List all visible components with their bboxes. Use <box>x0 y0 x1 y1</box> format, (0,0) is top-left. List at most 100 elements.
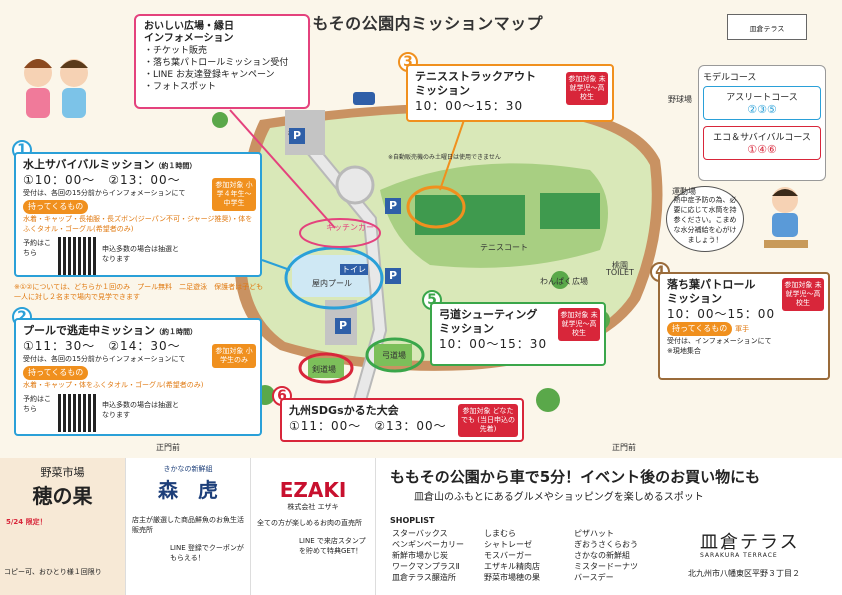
mission-5-box: 弓道シューティング ミッション 10：00～15：30 参加対象 未就学児〜高校… <box>430 302 606 366</box>
kendo-building <box>308 358 344 378</box>
mission-2-target-badge: 参加対象 小学生のみ <box>212 344 256 368</box>
mission-5-time: 10：00～15：30 <box>439 337 548 351</box>
mission-2-bring-label: 持ってくるもの <box>23 366 89 380</box>
mission-2-title: プールで逃走中ミッション（約１時間） <box>23 324 253 338</box>
kids-illustration <box>24 59 88 118</box>
eco-course: エコ＆サバイバルコース ①④⑥ <box>703 126 821 160</box>
tennis-courts-2 <box>540 193 600 229</box>
label-tennis-court: テニスコート <box>480 243 528 252</box>
mission-4-note-2: ※現地集合 <box>667 347 701 355</box>
label-main-gate-1: 正門前 <box>156 443 180 452</box>
mission-6-title: 九州SDGsかるた大会 <box>289 404 399 417</box>
mission-3-box: テニスストラックアウト ミッション 10：00～15：30 参加対象 未就学児〜… <box>406 64 614 122</box>
ad-honoka: 野菜市場 穂の果 5/24 限定！ コピー可、おひとり様１回限り <box>0 458 126 595</box>
mission-6-box: 九州SDGsかるた大会 ①11：00～ ②13：00～ 参加対象 どなたでも (… <box>280 398 524 442</box>
mission-2-reserve: 予約はこちら <box>23 395 51 413</box>
ad-ezaki-name: EZAKI <box>279 478 347 502</box>
mission-2-note: 受付は、各回の15分前からインフォメーションにて <box>23 355 186 363</box>
mission-5-title-2: ミッション <box>439 322 494 335</box>
label-wanpaku-plaza: わんぱく広場 <box>540 277 588 286</box>
shop-item: 野菜市場穂の果 <box>484 573 540 582</box>
inner-road-core <box>296 131 386 402</box>
mission-1-box: 水上サバイバルミッション（約１時間） ①10：00～ ②13：00～ 受付は、各… <box>14 152 262 277</box>
shop-column-3: ピザハット ぎおうさくらおう さかなの新鮮組 ミスタードーナツ バースデー <box>574 528 638 583</box>
shop-item: ピザハット <box>574 529 614 538</box>
ad-honoka-name: 穂の果 <box>32 484 93 508</box>
mission-1-bring-label: 持ってくるもの <box>23 200 89 214</box>
ad-moritora-note-0: 店主が厳選した商品鮮魚のお魚生活販売所 <box>132 516 244 534</box>
shop-item: ワークマンプラスⅡ <box>392 562 460 571</box>
mission-1-reserve: 予約はこちら <box>23 239 51 257</box>
label-sports-ground: 運動場 <box>672 187 696 196</box>
page-title: ももその公園内ミッションマップ <box>296 14 544 33</box>
eco-course-numbers: ①④⑥ <box>747 143 777 156</box>
mission-2-box: プールで逃走中ミッション（約１時間） ①11：30～ ②14：30～ 受付は、各… <box>14 318 262 436</box>
pool-building <box>292 255 372 297</box>
ad-ezaki-note-0: 全ての方が楽しめるお肉の直売所 <box>257 519 362 527</box>
mission-4-bring-label: 持ってくるもの <box>667 322 733 336</box>
mission-1-qr-code[interactable] <box>58 237 96 275</box>
brand-logo: 皿倉テラス <box>727 14 807 40</box>
shop-column-2: しまむら シャトレーゼ モスバーガー エザキル精肉店 野菜市場穂の果 <box>484 528 540 583</box>
athlete-course-name: アスリートコース <box>726 93 798 103</box>
shop-item: さかなの新鮮組 <box>574 551 630 560</box>
shop-column-1: スターバックス ベンギンベーカリー 新鮮市場かじ炭 ワークマンプラスⅡ 皿倉テラ… <box>392 528 464 583</box>
shop-item: 皿倉テラス醸造所 <box>392 573 456 582</box>
mission-2-times: ①11：30～ ②14：30～ <box>23 339 181 353</box>
heatstroke-speech-bubble: 熱中症予防の為、必要に応じて水筒を持参ください。こまめな水分補給を心がけましょう… <box>666 186 744 252</box>
mission-1-note: 受付は、各回の15分前からインフォメーションにて <box>23 189 186 197</box>
model-course-box: モデルコース アスリートコース ②③⑤ エコ＆サバイバルコース ①④⑥ <box>698 65 826 181</box>
mission-5-target-badge: 参加対象 未就学児〜高校生 <box>558 308 600 341</box>
label-momozono-2: 桃園 <box>612 261 628 270</box>
car-icon <box>353 92 375 105</box>
information-box: おいしい広場・縁日 インフォメーション ・チケット販売 ・落ち葉パトロールミッシ… <box>134 14 310 109</box>
label-indoor-pool: 屋内プール <box>312 279 352 288</box>
mission-4-box: 落ち葉パトロール ミッション 10：00～15：00 参加対象 未就学児〜高校生… <box>658 272 830 380</box>
shop-item: 新鮮市場かじ炭 <box>392 551 448 560</box>
tennis-connector <box>439 119 465 191</box>
info-title-2: インフォメーション <box>144 33 234 44</box>
mission-6-times: ①11：00～ ②13：00～ <box>289 419 447 433</box>
mission-5-title-1: 弓道シューティング <box>439 308 538 321</box>
shopping-subline: 皿倉山のふもとにあるグルメやショッピングを楽しめるスポット <box>414 492 704 503</box>
mission-4-time: 10：00～15：00 <box>667 307 776 321</box>
terrace-address: 北九州市八幡東区平野３丁目２ <box>688 569 800 578</box>
pool-highlight <box>284 246 384 310</box>
info-item: ・LINE お友達登録キャンペーン <box>144 70 275 80</box>
info-item: ・チケット販売 <box>144 46 208 56</box>
course-label: モデルコース <box>703 73 757 83</box>
drinking-boy-illustration <box>764 187 808 248</box>
mission-1-title-text: 水上サバイバルミッション <box>23 158 155 171</box>
roundabout <box>335 165 375 205</box>
parking-sign: P <box>385 198 401 214</box>
parking-sign: P <box>385 268 401 284</box>
ad-moritora-note: LINE 登録でクーポンがもらえる！ <box>170 544 244 562</box>
label-vending-note: ※自動販売機のみ土曜日は使用できません <box>388 154 501 161</box>
ad-moritora: きかなの新鮮組 森 虎 店主が厳選した商品鮮魚のお魚生活販売所 LINE 登録で… <box>126 458 251 595</box>
shop-item: バースデー <box>574 573 614 582</box>
mission-3-title-2: ミッション <box>415 84 470 97</box>
shop-item: ベンギンベーカリー <box>392 540 464 549</box>
kyudo-building <box>374 344 412 366</box>
mission-2-qr-code[interactable] <box>58 394 96 432</box>
ad-ezaki-note: LINE で来店スタンプを貯めて特典GET！ <box>299 537 366 555</box>
tree <box>536 388 560 412</box>
mission-2-duration: （約１時間） <box>155 328 197 336</box>
eco-course-name: エコ＆サバイバルコース <box>713 133 811 143</box>
label-toilet-2: TOILET <box>606 268 634 277</box>
info-item: ・落ち葉パトロールミッション受付 <box>144 58 289 68</box>
label-toilet: トイレ <box>340 264 368 275</box>
mission-4-note: 受付は、インフォメーションにて <box>667 337 772 345</box>
label-kendo-hall: 剣道場 <box>312 365 336 374</box>
mission-3-time: 10：00～15：30 <box>415 99 524 113</box>
tree <box>212 112 228 128</box>
mission-2-title-text: プールで逃走中ミッション <box>23 324 155 337</box>
mission-2-pre-note: ※①②については、どちらか１回のみ プール無料 二足遊泳 保護者は子ども一人に対… <box>14 283 264 301</box>
mission-4-title-1: 落ち葉パトロール <box>667 278 756 291</box>
ad-moritora-sub: きかなの新鮮組 <box>163 465 213 473</box>
shop-item: ミスタードーナツ <box>574 562 638 571</box>
mission-1-times: ①10：00～ ②13：00～ <box>23 173 181 187</box>
mission-1-target-badge: 参加対象 小学４年生〜中学生 <box>212 178 256 211</box>
mission-2-bring: 水着・キャップ・体をふくタオル・ゴーグル(希望者のみ) <box>23 381 204 389</box>
